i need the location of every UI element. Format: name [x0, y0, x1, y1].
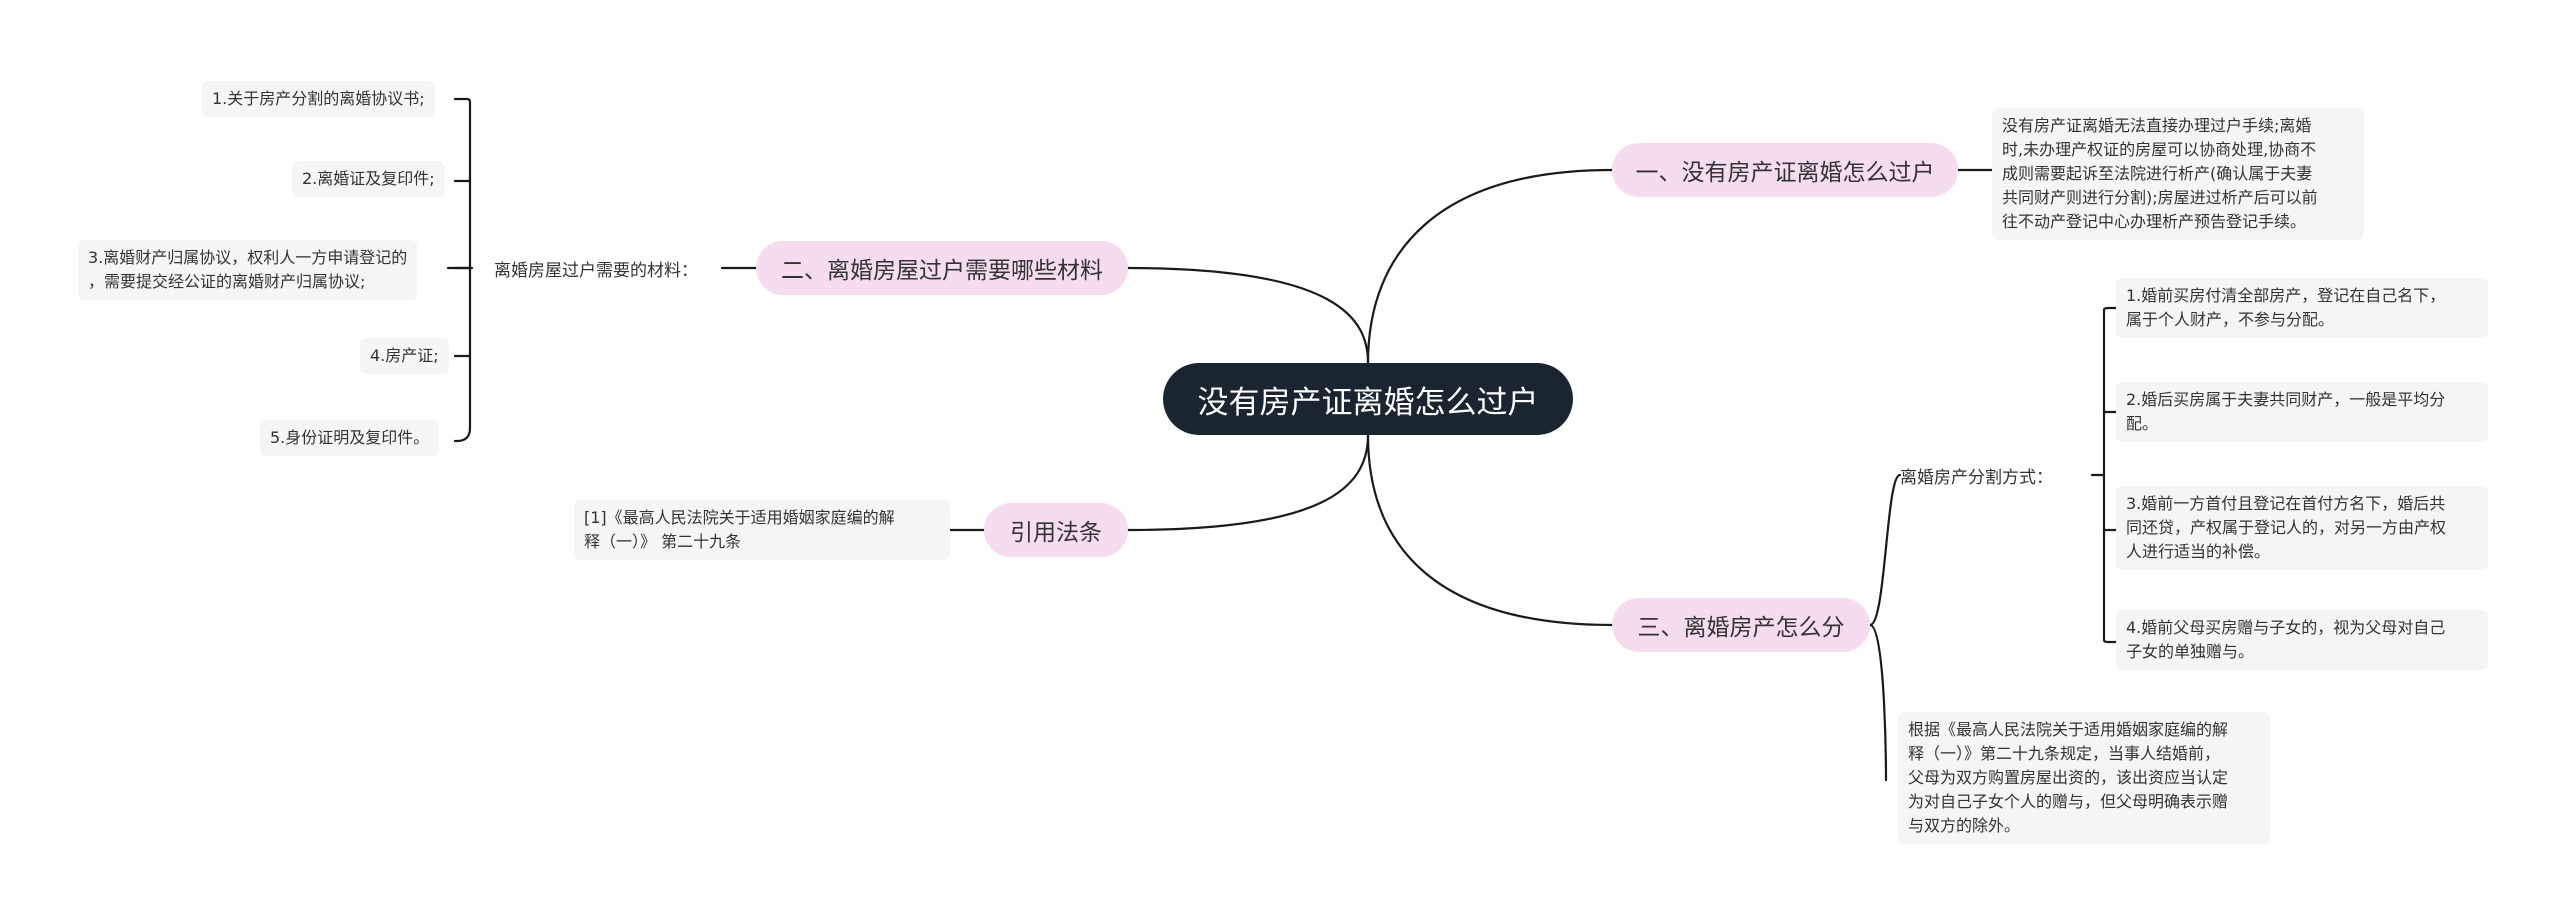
branch-3-item-4: 4.婚前父母买房赠与子女的，视为父母对自己 子女的单独赠与。 [2116, 610, 2488, 670]
root-title: 没有房产证离婚怎么过户 [1197, 384, 1539, 421]
branch-3-item-line: 同还贷，产权属于登记人的，对另一方由产权 [2126, 518, 2447, 537]
branch-2-item-4: 4.房产证; [360, 338, 449, 374]
branch-2-item-line: 3.离婚财产归属协议，权利人一方申请登记的 [88, 248, 408, 267]
edge-root-branch4 [1126, 433, 1370, 532]
branch-2-item-5: 5.身份证明及复印件。 [260, 420, 440, 456]
branch-2-title: 二、离婚房屋过户需要哪些材料 [781, 258, 1103, 284]
branch-3-item-3: 3.婚前一方首付且登记在首付方名下，婚后共 同还贷，产权属于登记人的，对另一方由… [2116, 486, 2488, 570]
branch-3-item-line: 4.婚前父母买房赠与子女的，视为父母对自己 [2126, 618, 2446, 637]
branch-4-leaf-line: 释（一）》 第二十九条 [584, 532, 742, 551]
branch-3-item-line: 配。 [2126, 414, 2159, 433]
branch-2-item-line: 4.房产证; [370, 346, 439, 365]
branch-1-title: 一、没有房产证离婚怎么过户 [1635, 160, 1935, 186]
bracket-branch2-b [453, 179, 472, 358]
edge-root-branch1 [1366, 168, 1614, 365]
branch-3-item-line: 子女的单独赠与。 [2126, 642, 2255, 661]
branch-3-note: 根据《最高人民法院关于适用婚姻家庭编的解 释（一）》第二十九条规定，当事人结婚前… [1898, 712, 2270, 844]
branch-4-leaf: [1]《最高人民法院关于适用婚姻家庭编的解 释（一）》 第二十九条 [574, 500, 950, 560]
branch-1-node[interactable]: 一、没有房产证离婚怎么过户 [1612, 143, 1958, 197]
branch-1-leaf-line: 成则需要起诉至法院进行析产(确认属于夫妻 [2002, 164, 2313, 183]
branch-1-leaf-line: 时,未办理产权证的房屋可以协商处理,协商不 [2002, 140, 2317, 159]
branch-4-leaf-line: [1]《最高人民法院关于适用婚姻家庭编的解 [584, 508, 895, 527]
branch-2-item-2: 2.离婚证及复印件; [292, 161, 445, 197]
branch-4-node[interactable]: 引用法条 [984, 503, 1128, 557]
branch-2-node[interactable]: 二、离婚房屋过户需要哪些材料 [756, 241, 1128, 295]
branch-1-leaf: 没有房产证离婚无法直接办理过户手续;离婚 时,未办理产权证的房屋可以协商处理,协… [1992, 108, 2364, 240]
branch-3-node[interactable]: 三、离婚房产怎么分 [1612, 598, 1870, 652]
branch-3-item-line: 2.婚后买房属于夫妻共同财产，一般是平均分 [2126, 390, 2446, 409]
bracket-branch3-b [2102, 410, 2118, 532]
branch-2-sub-text: 离婚房屋过户需要的材料： [494, 260, 698, 281]
branch-2-item-1: 1.关于房产分割的离婚协议书; [202, 81, 435, 117]
bracket-branch3-spine [2090, 306, 2118, 644]
edge-branch3-note [1868, 623, 1888, 782]
branch-3-sub-text: 离婚房产分割方式： [1900, 467, 2053, 488]
branch-1-leaf-line: 共同财产则进行分割);房屋进过析产后可以前 [2002, 188, 2318, 207]
branch-2-item-line: 5.身份证明及复印件。 [270, 428, 430, 447]
edge-root-branch3 [1366, 433, 1614, 627]
branch-2-sub-label: 离婚房屋过户需要的材料： [494, 252, 698, 284]
branch-3-item-line: 1.婚前买房付清全部房产，登记在自己名下， [2126, 286, 2446, 305]
branch-3-note-line: 为对自己子女个人的赠与，但父母明确表示赠 [1908, 792, 2229, 811]
branch-3-note-line: 释（一）》第二十九条规定，当事人结婚前， [1908, 744, 2221, 763]
branch-2-item-3: 3.离婚财产归属协议，权利人一方申请登记的 ，需要提交经公证的离婚财产归属协议; [78, 240, 418, 300]
branch-2-item-line: 2.离婚证及复印件; [302, 169, 435, 188]
branch-3-note-line: 父母为双方购置房屋出资的，该出资应当认定 [1908, 768, 2229, 787]
branch-3-note-line: 根据《最高人民法院关于适用婚姻家庭编的解 [1908, 720, 2229, 739]
branch-1-leaf-line: 往不动产登记中心办理析产预告登记手续。 [2002, 212, 2307, 231]
edge-root-branch2 [1126, 266, 1370, 365]
branch-3-item-line: 人进行适当的补偿。 [2126, 542, 2271, 561]
root-node[interactable]: 没有房产证离婚怎么过户 [1163, 363, 1573, 435]
branch-3-title: 三、离婚房产怎么分 [1637, 615, 1845, 641]
branch-3-item-2: 2.婚后买房属于夫妻共同财产，一般是平均分 配。 [2116, 382, 2488, 442]
edge-branch3-sub [1868, 473, 1902, 627]
bracket-branch2-spine [453, 97, 472, 443]
branch-3-item-line: 3.婚前一方首付且登记在首付方名下，婚后共 [2126, 494, 2446, 513]
branch-3-item-line: 属于个人财产，不参与分配。 [2126, 310, 2335, 329]
branch-1-leaf-line: 没有房产证离婚无法直接办理过户手续;离婚 [2002, 116, 2312, 135]
branch-3-sub-label: 离婚房产分割方式： [1900, 459, 2053, 491]
branch-3-item-1: 1.婚前买房付清全部房产，登记在自己名下， 属于个人财产，不参与分配。 [2116, 278, 2488, 338]
branch-2-item-line: 1.关于房产分割的离婚协议书; [212, 89, 425, 108]
branch-2-item-line: ，需要提交经公证的离婚财产归属协议; [88, 272, 366, 291]
branch-3-note-line: 与双方的除外。 [1908, 816, 2021, 835]
branch-4-title: 引用法条 [1010, 520, 1102, 546]
